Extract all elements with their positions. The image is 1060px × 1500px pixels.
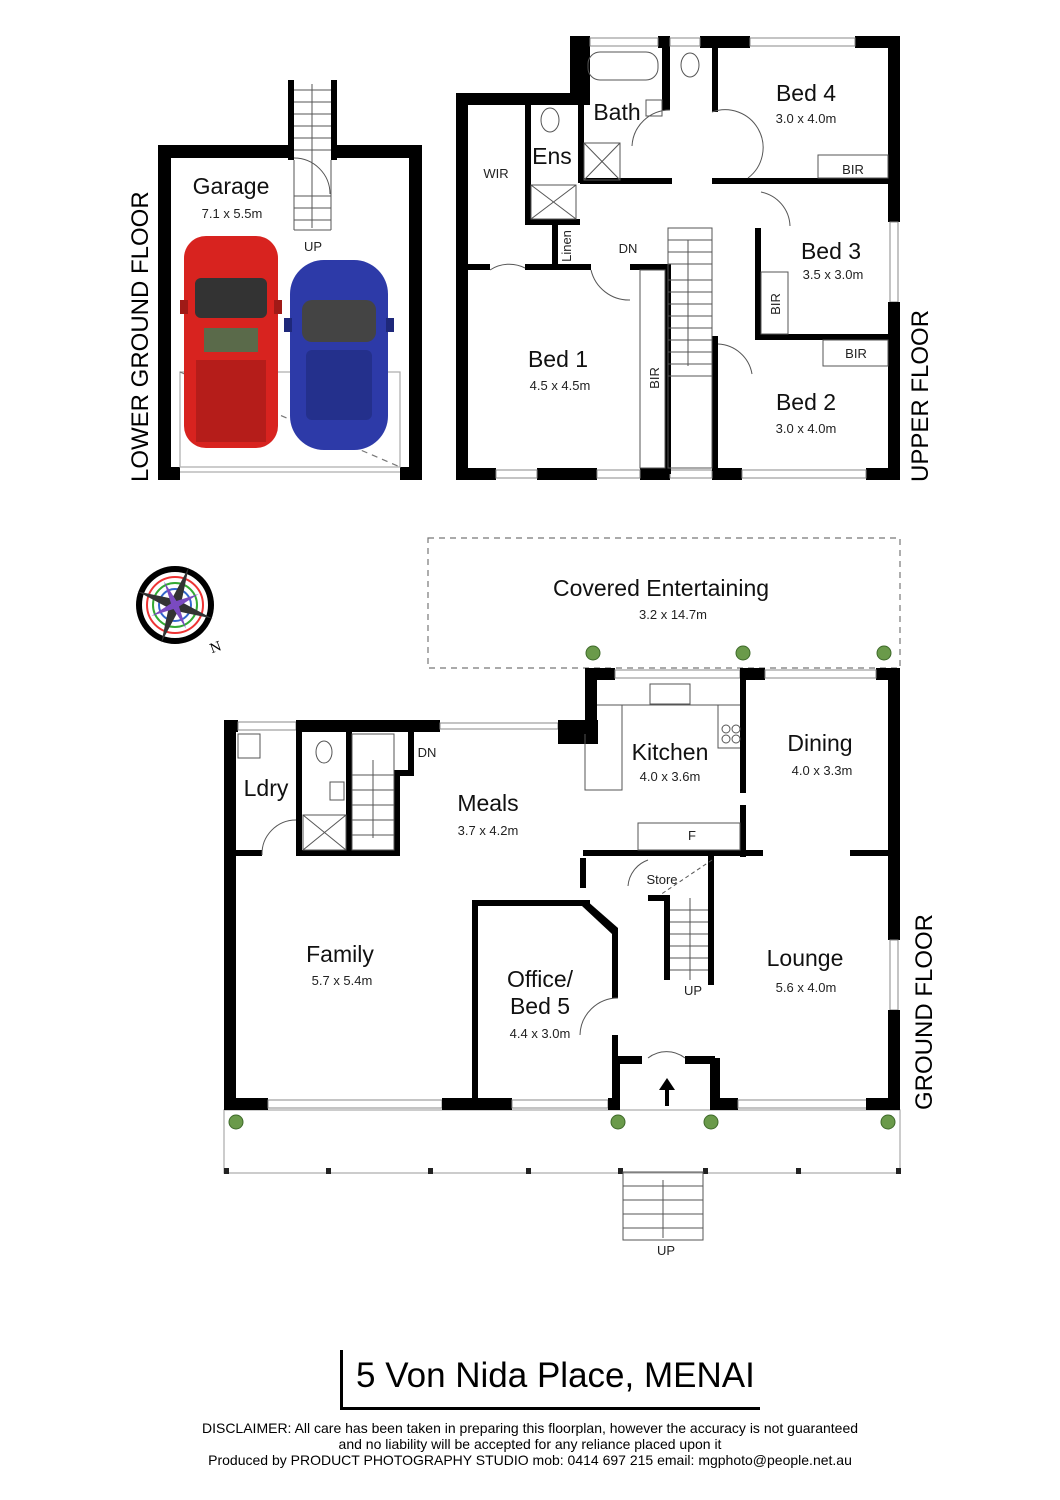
compass-icon: N — [136, 566, 224, 657]
property-address: 5 Von Nida Place, MENAI — [356, 1356, 755, 1395]
compass-north-label: N — [208, 639, 224, 657]
kitchen-name: Kitchen — [632, 739, 709, 765]
office-name-line2: Bed 5 — [510, 993, 570, 1019]
kitchen-size: 4.0 x 3.6m — [640, 769, 701, 784]
garage-size: 7.1 x 5.5m — [202, 206, 263, 221]
disclaimer: DISCLAIMER: All care has been taken in p… — [0, 1420, 1060, 1468]
lounge-name: Lounge — [767, 945, 844, 971]
linen-label: Linen — [559, 230, 574, 262]
garage-name: Garage — [193, 173, 270, 199]
garage-plan: Garage 7.1 x 5.5m UP LOWER GROUND FLOOR — [127, 80, 422, 482]
stairs-up-label: UP — [684, 983, 702, 998]
meals-size: 3.7 x 4.2m — [458, 823, 519, 838]
fridge-label: F — [688, 828, 696, 843]
ground-dn-label: DN — [418, 745, 437, 760]
bed4-name: Bed 4 — [776, 80, 836, 106]
meals-name: Meals — [457, 790, 518, 816]
entry-arrow-icon — [659, 1078, 675, 1106]
covered-entertaining-name: Covered Entertaining — [553, 575, 769, 601]
bed1-name: Bed 1 — [528, 346, 588, 372]
lower-ground-floor-label: LOWER GROUND FLOOR — [127, 191, 154, 482]
garage-up-label: UP — [304, 239, 322, 254]
bed4-size: 3.0 x 4.0m — [776, 111, 837, 126]
upper-floor-plan: Bath Ens WIR Linen DN Bed 4 3.0 x 4.0m B… — [456, 36, 934, 482]
entry-steps — [622, 1171, 704, 1241]
office-name-line1: Office/ — [507, 966, 574, 992]
family-name: Family — [306, 941, 374, 967]
bed2-size: 3.0 x 4.0m — [776, 421, 837, 436]
ensuite-label: Ens — [532, 143, 572, 169]
bed4-bir-label: BIR — [842, 162, 864, 177]
bed2-name: Bed 2 — [776, 389, 836, 415]
disclaimer-line2: and no liability will be accepted for an… — [338, 1436, 722, 1452]
covered-entertaining-area — [427, 537, 901, 669]
bed3-name: Bed 3 — [801, 238, 861, 264]
laundry-label: Ldry — [244, 775, 289, 801]
bed3-size: 3.5 x 3.0m — [803, 267, 864, 282]
office-size: 4.4 x 3.0m — [510, 1026, 571, 1041]
covered-entertaining-size: 3.2 x 14.7m — [639, 607, 707, 622]
family-size: 5.7 x 5.4m — [312, 973, 373, 988]
disclaimer-line1: DISCLAIMER: All care has been taken in p… — [201, 1420, 859, 1436]
wir-label: WIR — [483, 166, 508, 181]
ground-floor-label: GROUND FLOOR — [911, 914, 938, 1110]
blue-car-icon — [284, 260, 394, 450]
dining-size: 4.0 x 3.3m — [792, 763, 853, 778]
dining-name: Dining — [787, 730, 852, 756]
store-label: Store — [646, 872, 677, 887]
bed3-bir-label: BIR — [768, 293, 783, 315]
lounge-size: 5.6 x 4.0m — [776, 980, 837, 995]
upper-dn-label: DN — [619, 241, 638, 256]
ground-floor-plan: Covered Entertaining 3.2 x 14.7m Kitchen… — [223, 537, 938, 1258]
bath-label: Bath — [593, 99, 640, 125]
bed2-bir-label: BIR — [845, 346, 867, 361]
tree-icons — [228, 645, 896, 1130]
upper-floor-label: UPPER FLOOR — [907, 310, 934, 482]
entry-up-label: UP — [657, 1243, 675, 1258]
red-car-icon — [180, 236, 282, 448]
bed1-bir-label: BIR — [647, 367, 662, 389]
bed1-size: 4.5 x 4.5m — [530, 378, 591, 393]
producer-credit: Produced by PRODUCT PHOTOGRAPHY STUDIO m… — [208, 1452, 852, 1468]
garage-stairs — [288, 80, 337, 231]
